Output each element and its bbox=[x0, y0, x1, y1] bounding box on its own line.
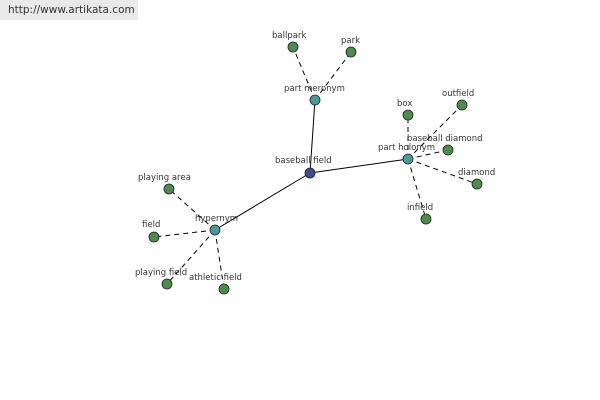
label-ballpark: ballpark bbox=[272, 31, 306, 41]
node-hypernym bbox=[209, 224, 221, 236]
node-playing-field bbox=[161, 278, 173, 290]
label-outfield: outfield bbox=[442, 89, 474, 99]
node-field bbox=[148, 231, 160, 243]
dashed-edge-part-holonym-to-infield bbox=[407, 158, 427, 220]
node-diamond bbox=[471, 178, 483, 190]
node-park bbox=[345, 46, 357, 58]
node-ballpark bbox=[287, 41, 299, 53]
dashed-edge-part-holonym-to-baseball-diamond bbox=[407, 149, 449, 160]
source-url-link[interactable]: http://www.artikata.com bbox=[8, 4, 135, 16]
label-hypernym: hypernym bbox=[195, 214, 238, 224]
dashed-edge-part-holonym-to-diamond bbox=[407, 158, 478, 185]
label-playing-field: playing field bbox=[135, 268, 187, 278]
label-field: field bbox=[142, 220, 160, 230]
edge-baseball-field-to-hypernym bbox=[214, 172, 311, 231]
label-box: box bbox=[397, 99, 412, 109]
label-baseball-diamond: baseball diamond bbox=[407, 134, 483, 144]
label-part-holonym: part holonym bbox=[378, 143, 435, 153]
node-outfield bbox=[456, 99, 468, 111]
node-playing-area bbox=[163, 183, 175, 195]
node-infield bbox=[420, 213, 432, 225]
node-box bbox=[402, 109, 414, 121]
label-infield: infield bbox=[407, 203, 433, 213]
label-athletic-field: athletic field bbox=[189, 273, 242, 283]
dashed-edge-hypernym-to-playing-area bbox=[168, 188, 216, 231]
label-park: park bbox=[341, 36, 360, 46]
label-part-meronym: part meronym bbox=[284, 84, 345, 94]
url-banner: http://www.artikata.com bbox=[0, 0, 138, 20]
edge-baseball-field-to-part-meronym bbox=[309, 99, 316, 174]
label-layer: baseball field part meronym ballpark park pa… bbox=[135, 31, 495, 283]
label-baseball-field: baseball field bbox=[275, 156, 332, 166]
node-layer bbox=[148, 41, 483, 295]
dashed-edge-part-meronym-to-park bbox=[314, 51, 352, 101]
node-part-holonym bbox=[402, 153, 414, 165]
dashed-edge-part-meronym-to-ballpark bbox=[292, 46, 316, 101]
node-part-meronym bbox=[309, 94, 321, 106]
edge-layer bbox=[153, 46, 478, 290]
label-playing-area: playing area bbox=[138, 173, 191, 183]
dashed-edge-hypernym-to-athletic-field bbox=[214, 229, 225, 290]
node-baseball-field bbox=[304, 167, 316, 179]
dashed-edge-part-holonym-to-outfield bbox=[407, 104, 463, 160]
dashed-edge-hypernym-to-field bbox=[153, 229, 216, 238]
node-baseball-diamond bbox=[442, 144, 454, 156]
dashed-edge-hypernym-to-playing-field bbox=[166, 229, 216, 285]
edge-baseball-field-to-part-holonym bbox=[309, 158, 409, 174]
node-athletic-field bbox=[218, 283, 230, 295]
label-diamond: diamond bbox=[458, 168, 495, 178]
